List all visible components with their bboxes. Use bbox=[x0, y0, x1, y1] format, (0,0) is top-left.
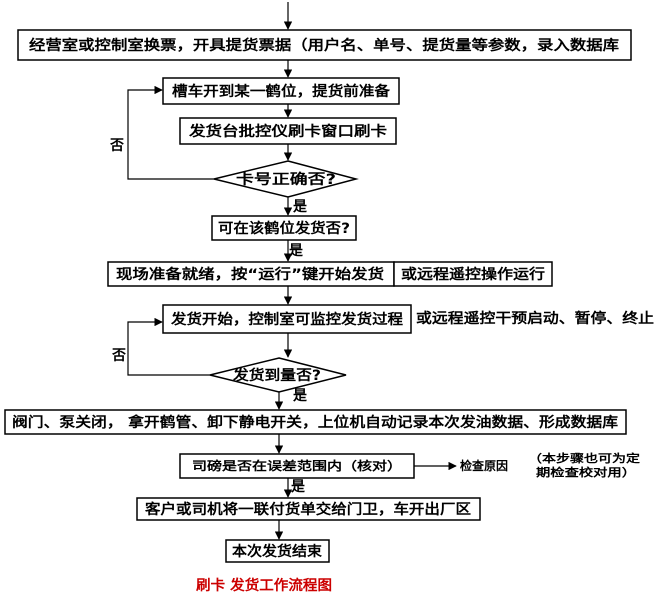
step-close-valve-label: 阀门、泵关闭， 拿开鹤管、卸下静电开关，上位机自动记录本次发油数据、形成数据库 bbox=[12, 414, 618, 431]
no-label-2: 否 bbox=[111, 348, 126, 364]
step-dispatch-start: 发货开始，控制室可监控发货过程 bbox=[162, 304, 412, 334]
step-close-valve: 阀门、泵关闭， 拿开鹤管、卸下静电开关，上位机自动记录本次发油数据、形成数据库 bbox=[4, 409, 627, 435]
yes-label-3: 是 bbox=[293, 388, 308, 404]
decision-card-correct: 卡号正确否? bbox=[213, 160, 359, 198]
step-swipe-card-label: 发货台批控仪刷卡窗口刷卡 bbox=[188, 123, 387, 140]
step-issue-ticket-label: 经营室或控制室换票，开具提货票据（用户名、单号、提货量等参数，录入数据库 bbox=[29, 37, 619, 54]
step-issue-ticket: 经营室或控制室换票，开具提货票据（用户名、单号、提货量等参数，录入数据库 bbox=[17, 29, 632, 61]
decision-quantity-reached-label: 发货到量否? bbox=[232, 367, 321, 384]
step-weigh-check: 司磅是否在误差范围内（核对） bbox=[179, 453, 415, 479]
diagram-title: 刷卡 发货工作流程图 bbox=[196, 577, 332, 594]
step-can-dispatch-label: 可在该鹤位发货否? bbox=[218, 220, 350, 237]
step-weigh-check-label: 司磅是否在误差范围内（核对） bbox=[192, 458, 402, 473]
step-tanker-arrive-label: 槽车开到某一鹤位，提货前准备 bbox=[172, 83, 391, 100]
step-remote-run-label: 或远程遥控操作运行 bbox=[401, 266, 545, 283]
decision-card-correct-label: 卡号正确否? bbox=[236, 171, 336, 188]
loop-no-1 bbox=[127, 85, 214, 180]
step-can-dispatch: 可在该鹤位发货否? bbox=[211, 215, 357, 241]
step-dispatch-start-label: 发货开始，控制室可监控发货过程 bbox=[170, 311, 403, 328]
note-line-2: 期检查校对用） bbox=[536, 465, 636, 479]
step-remote-run: 或远程遥控操作运行 bbox=[393, 261, 553, 287]
step-tanker-arrive: 槽车开到某一鹤位，提货前准备 bbox=[162, 77, 400, 105]
note-line-1: （本步骤也可为定 bbox=[528, 451, 640, 465]
step-press-run: 现场准备就绪，按“运行”键开始发货 bbox=[107, 261, 395, 287]
yes-label-2: 是 bbox=[289, 243, 304, 259]
check-reason-label: 检查原因 bbox=[460, 458, 508, 473]
loop-no-2 bbox=[127, 317, 210, 376]
yes-label-1: 是 bbox=[293, 199, 308, 215]
no-label-1: 否 bbox=[109, 138, 124, 154]
step-end: 本次发货结束 bbox=[225, 539, 330, 563]
remote-intervene-note: 或远程遥控干预启动、暂停、终止 bbox=[416, 310, 654, 327]
step-swipe-card: 发货台批控仪刷卡窗口刷卡 bbox=[179, 117, 397, 145]
step-leave-plant: 客户或司机将一联付货单交给门卫，车开出厂区 bbox=[136, 497, 481, 521]
yes-label-4: 是 bbox=[291, 479, 306, 495]
step-press-run-label: 现场准备就绪，按“运行”键开始发货 bbox=[116, 266, 384, 283]
step-end-label: 本次发货结束 bbox=[232, 543, 323, 560]
step-leave-plant-label: 客户或司机将一联付货单交给门卫，车开出厂区 bbox=[144, 501, 471, 518]
decision-quantity-reached: 发货到量否? bbox=[209, 357, 347, 393]
